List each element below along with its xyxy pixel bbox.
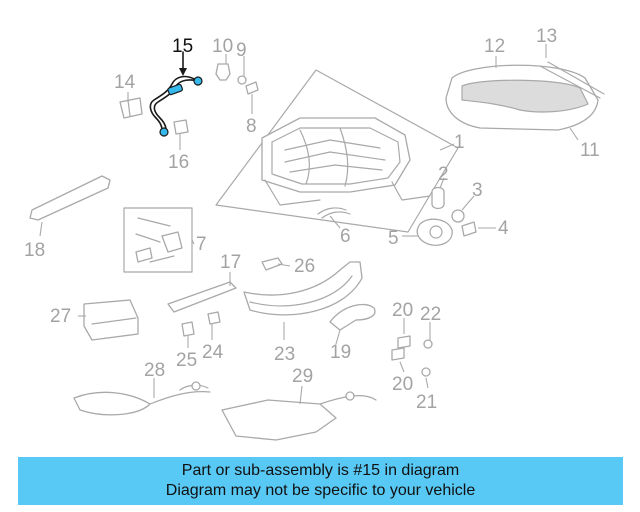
- recliner-parts: [416, 186, 477, 246]
- callout-28: 28: [144, 360, 165, 381]
- callout-1: 1: [454, 132, 465, 153]
- clip-16: [173, 119, 189, 135]
- wiring-28: [73, 381, 211, 416]
- fasteners-24-25: [181, 311, 221, 337]
- pad-27: [83, 299, 139, 341]
- callout-20-bottom: 20: [392, 374, 413, 395]
- callout-14: 14: [114, 72, 136, 93]
- callout-21: 21: [416, 392, 437, 413]
- parts-diagram: 1 2 3 4 5 6 7 8 9 10 11 12 13 14 15 16 1…: [24, 26, 605, 441]
- leader-lines: [39, 44, 579, 405]
- banner-line-part: Part or sub-assembly is #15 in diagram: [181, 462, 460, 479]
- callout-11: 11: [580, 140, 600, 161]
- hardware-kit-7: [123, 207, 193, 273]
- callout-26: 26: [294, 256, 315, 277]
- handle-19: [329, 303, 376, 331]
- rail-17: [167, 281, 237, 313]
- callout-24: 24: [202, 342, 224, 363]
- callout-12: 12: [484, 36, 505, 57]
- callout-5: 5: [388, 228, 399, 249]
- callout-25: 25: [176, 350, 197, 371]
- callout-7: 7: [196, 234, 207, 255]
- banner-line-disclaimer: Diagram may not be specific to your vehi…: [165, 482, 476, 499]
- callout-22: 22: [420, 304, 441, 325]
- callout-18: 18: [24, 240, 45, 261]
- callout-9: 9: [236, 40, 247, 61]
- callout-labels: 1 2 3 4 5 6 7 8 9 10 11 12 13 14 15 16 1…: [24, 26, 600, 413]
- callout-13: 13: [536, 26, 557, 47]
- side-trim-23: [243, 261, 363, 316]
- callout-3: 3: [472, 180, 483, 201]
- callout-10: 10: [212, 36, 233, 57]
- rail-cover-18: [29, 175, 111, 221]
- callout-23: 23: [274, 344, 295, 365]
- callout-29: 29: [292, 366, 313, 387]
- bolt-26: [261, 257, 283, 271]
- callout-6: 6: [340, 226, 351, 247]
- cable-6: [317, 207, 351, 219]
- callout-27: 27: [50, 306, 71, 327]
- callout-16: 16: [168, 152, 189, 173]
- callout-8: 8: [246, 116, 257, 137]
- seat-frame-group: [215, 69, 459, 233]
- seat-cushion-pad: [445, 61, 605, 131]
- callout-17: 17: [220, 252, 241, 273]
- cable-assembly-15: [149, 51, 203, 137]
- hardware-20-21-22: [391, 335, 433, 377]
- callout-2: 2: [438, 164, 449, 185]
- fasteners-9-10: [215, 63, 259, 95]
- wiring-mat-29: [221, 391, 377, 441]
- callout-19: 19: [330, 342, 351, 363]
- callout-4: 4: [498, 218, 509, 239]
- callout-20-top: 20: [392, 300, 413, 321]
- part-info-banner: Part or sub-assembly is #15 in diagram D…: [18, 457, 623, 505]
- bracket-14: [119, 97, 143, 119]
- callout-15: 15: [172, 36, 193, 57]
